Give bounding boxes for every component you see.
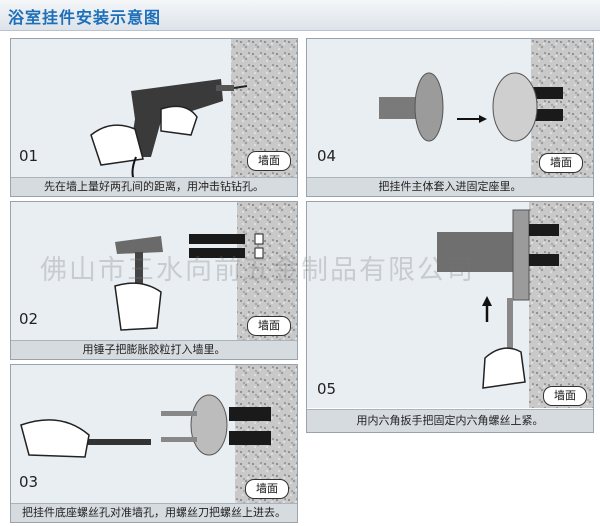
wall-label: 墙面 xyxy=(245,479,289,499)
step-caption: 先在墙上量好两孔间的距离，用冲击钻钻孔。 xyxy=(11,177,297,196)
step-number: 03 xyxy=(19,473,39,491)
step-panel-01: 01 墙面 先在墙上量好两孔间的距离，用冲击钻钻孔。 xyxy=(10,38,298,197)
mount-icon xyxy=(414,72,444,142)
wall-label: 墙面 xyxy=(247,316,291,336)
mount-icon xyxy=(512,209,530,301)
hex-wrench-icon xyxy=(507,298,513,358)
step-panel-05: 05 墙面 用内六角扳手把固定内六角螺丝上紧。 xyxy=(306,201,594,433)
step-number: 02 xyxy=(19,310,39,328)
screwdriver-icon xyxy=(81,439,151,445)
screw-icon xyxy=(161,437,197,442)
wall-anchor-icon xyxy=(189,234,245,244)
step-panel-04: 04 墙面 把挂件主体套入进固定座里。 xyxy=(306,38,594,197)
step-caption: 用锤子把膨胀胶粒打入墙里。 xyxy=(11,340,297,359)
base-plate-icon xyxy=(190,394,228,456)
step-caption: 用内六角扳手把固定内六角螺丝上紧。 xyxy=(307,409,593,432)
hand-icon xyxy=(482,347,526,389)
wall-label: 墙面 xyxy=(247,151,291,171)
step-caption: 把挂件主体套入进固定座里。 xyxy=(307,177,593,196)
hammer-icon xyxy=(115,236,163,254)
step-caption: 把挂件底座螺丝孔对准墙孔，用螺丝刀把螺丝上进去。 xyxy=(11,503,297,522)
wall-label: 墙面 xyxy=(539,153,583,173)
rod-icon xyxy=(437,232,519,272)
step-panel-02: 02 墙面 用锤子把膨胀胶粒打入墙里。 xyxy=(10,201,298,360)
page-title: 浴室挂件安装示意图 xyxy=(8,8,162,27)
hand-icon xyxy=(90,124,144,166)
step-illustration-04: 04 墙面 xyxy=(307,39,593,177)
wall-label: 墙面 xyxy=(543,386,587,406)
step-illustration-05: 05 墙面 xyxy=(307,202,593,408)
wall-texture xyxy=(529,202,593,408)
drill-icon xyxy=(129,79,223,157)
step-number: 05 xyxy=(317,380,337,398)
wall-anchor-icon xyxy=(189,248,245,258)
arrow-right-icon xyxy=(479,115,487,123)
step-illustration-03: 03 墙面 xyxy=(11,365,297,503)
hand-icon xyxy=(114,282,162,331)
rod-icon xyxy=(379,97,425,119)
hand-icon xyxy=(20,419,90,458)
step-illustration-01: 01 墙面 xyxy=(11,39,297,177)
step-number: 04 xyxy=(317,147,337,165)
screw-icon xyxy=(161,411,197,416)
base-plate-icon xyxy=(492,72,538,142)
step-illustration-02: 02 墙面 xyxy=(11,202,297,340)
header-bar: 浴室挂件安装示意图 xyxy=(0,0,600,31)
arrow-up-icon xyxy=(482,296,492,306)
step-panel-03: 03 墙面 把挂件底座螺丝孔对准墙孔，用螺丝刀把螺丝上进去。 xyxy=(10,364,298,523)
step-number: 01 xyxy=(19,147,39,165)
